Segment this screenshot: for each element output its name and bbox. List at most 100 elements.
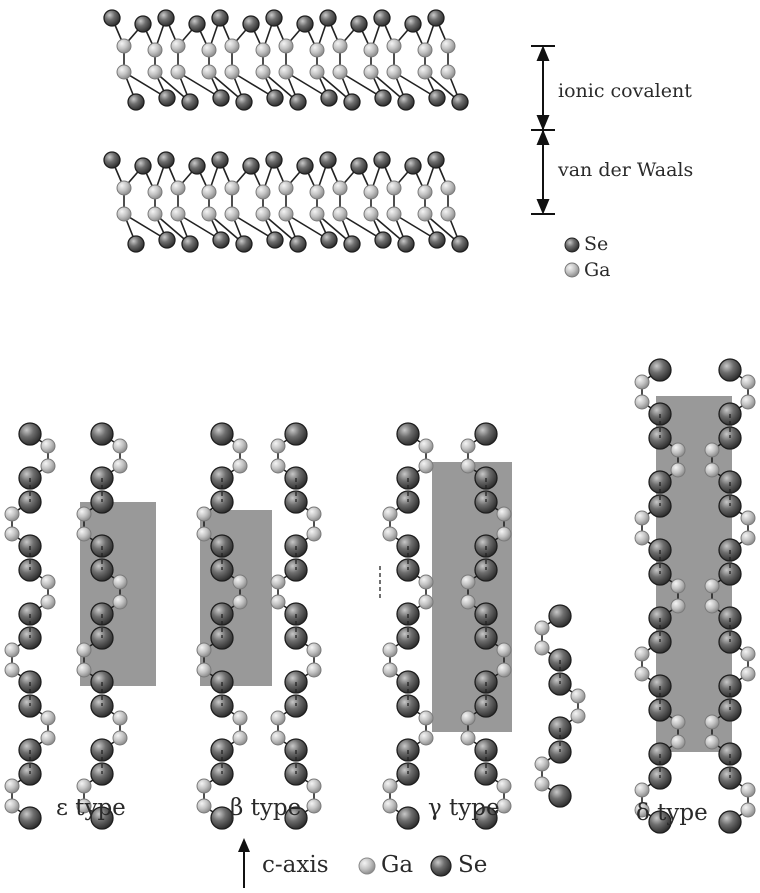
se-atom xyxy=(103,151,121,169)
ga-atom xyxy=(670,462,686,478)
c-axis-arrow xyxy=(238,838,250,888)
ga-atom xyxy=(255,206,271,222)
ga-atom xyxy=(196,662,212,678)
se-atom xyxy=(266,89,284,107)
se-atom xyxy=(127,93,145,111)
ga-atom xyxy=(332,64,348,80)
ga-atom xyxy=(76,526,92,542)
se-atom xyxy=(296,157,314,175)
se-atom xyxy=(18,422,42,446)
ga-atom xyxy=(740,646,756,662)
se-atom xyxy=(320,89,338,107)
ga-atom xyxy=(116,38,132,54)
ga-atom xyxy=(440,38,456,54)
ga-atom xyxy=(309,42,325,58)
ga-atom xyxy=(278,38,294,54)
se-atom xyxy=(181,235,199,253)
ga-atom xyxy=(147,42,163,58)
ga-atom xyxy=(570,688,586,704)
ga-atom xyxy=(201,42,217,58)
se-atom xyxy=(284,806,308,830)
se-atom xyxy=(373,9,391,27)
se-atom xyxy=(404,157,422,175)
ga-atom xyxy=(440,206,456,222)
se-atom xyxy=(210,806,234,830)
ga-atom xyxy=(4,642,20,658)
ga-atom xyxy=(112,458,128,474)
ga-atom xyxy=(4,526,20,542)
se-atom xyxy=(350,15,368,33)
se-atom xyxy=(181,93,199,111)
se-atom xyxy=(265,9,283,27)
se-atom xyxy=(343,93,361,111)
ga-atom xyxy=(704,578,720,594)
ga-atom xyxy=(460,730,476,746)
epsilon-unit-cell xyxy=(80,502,156,686)
ga-atom xyxy=(332,38,348,54)
ga-atom xyxy=(40,710,56,726)
ga-atom xyxy=(201,64,217,80)
ga-atom xyxy=(496,642,512,658)
ga-atom xyxy=(704,714,720,730)
se-atom xyxy=(648,358,672,382)
se-atom xyxy=(404,15,422,33)
ga-atom xyxy=(417,184,433,200)
ga-atom xyxy=(170,64,186,80)
ga-atom xyxy=(670,598,686,614)
se-atom xyxy=(289,93,307,111)
ga-atom xyxy=(147,64,163,80)
legend-ga-atom xyxy=(564,262,580,278)
polytype-chains xyxy=(4,358,756,834)
ga-atom xyxy=(4,506,20,522)
ga-atom xyxy=(418,730,434,746)
ga-atom xyxy=(704,734,720,750)
ga-atom xyxy=(634,374,650,390)
se-atom xyxy=(157,9,175,27)
ga-atom xyxy=(112,574,128,590)
ga-atom xyxy=(534,756,550,772)
ga-atom xyxy=(534,776,550,792)
ga-atom xyxy=(417,64,433,80)
ga-atom xyxy=(740,802,756,818)
ga-atom xyxy=(670,578,686,594)
ga-atom xyxy=(112,438,128,454)
ga-atom xyxy=(147,206,163,222)
se-atom xyxy=(211,9,229,27)
ga-atom xyxy=(112,710,128,726)
ga-atom xyxy=(270,458,286,474)
ga-atom xyxy=(496,526,512,542)
ga-atom xyxy=(232,594,248,610)
se-atom xyxy=(18,806,42,830)
legend-ga-label: Ga xyxy=(584,259,611,281)
ga-atom xyxy=(270,594,286,610)
ga-atom xyxy=(116,206,132,222)
ga-atom xyxy=(670,714,686,730)
ga-atom xyxy=(40,438,56,454)
ga-atom xyxy=(224,64,240,80)
se-atom xyxy=(397,235,415,253)
ga-atom xyxy=(306,526,322,542)
se-atom xyxy=(188,15,206,33)
ga-atom xyxy=(740,510,756,526)
ga-atom xyxy=(309,184,325,200)
van-der-waals-label: van der Waals xyxy=(558,159,694,181)
ga-atom xyxy=(634,802,650,818)
ga-atom xyxy=(534,620,550,636)
ga-atom xyxy=(634,666,650,682)
se-atom xyxy=(427,151,445,169)
ga-atom xyxy=(278,206,294,222)
ga-atom xyxy=(309,64,325,80)
se-atom xyxy=(396,806,420,830)
layered-crystal-perspective-view xyxy=(103,9,469,253)
ga-atom xyxy=(270,710,286,726)
ga-atom xyxy=(670,734,686,750)
ga-atom xyxy=(496,798,512,814)
ga-atom xyxy=(382,778,398,794)
ga-atom xyxy=(417,206,433,222)
ga-atom xyxy=(196,506,212,522)
c-axis-label: c-axis xyxy=(262,852,329,878)
ga-atom xyxy=(496,778,512,794)
se-atom xyxy=(134,15,152,33)
ga-atom xyxy=(196,526,212,542)
